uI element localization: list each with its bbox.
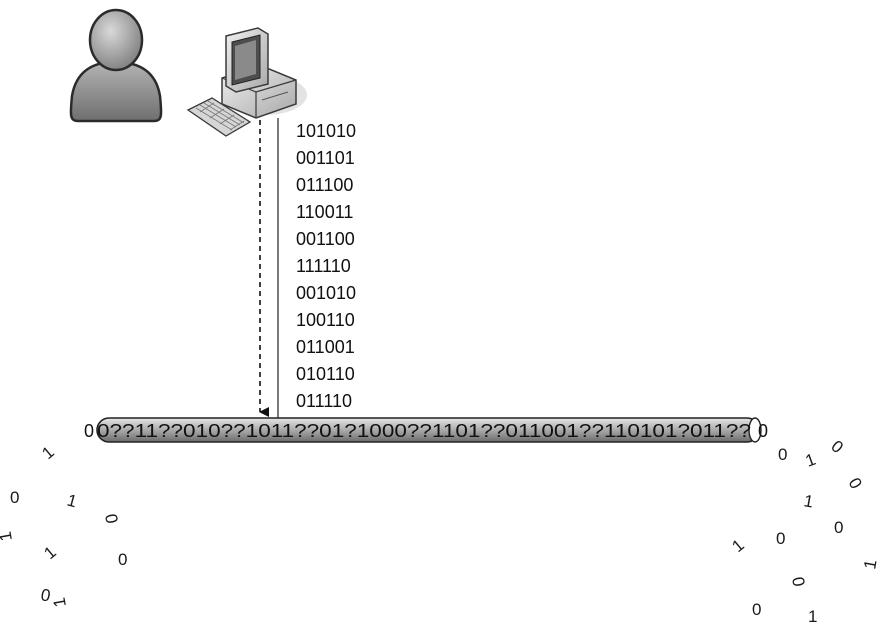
scatter-digit: 0 [845, 475, 866, 493]
binary-block: 101010 001101 011100 110011 001100 11111… [296, 121, 356, 411]
desktop-computer-icon [186, 27, 307, 137]
scatter-digit: 1 [38, 442, 57, 463]
stream-suffix: 0 [758, 421, 768, 441]
scatter-digit: 1 [50, 596, 70, 609]
user-avatar-icon [69, 8, 163, 123]
scatter-digit: 1 [802, 491, 815, 511]
binary-row: 001010 [296, 283, 356, 303]
binary-row: 011001 [296, 337, 355, 357]
scatter-digit: 0 [776, 529, 785, 548]
scatter-digit: 0 [834, 518, 843, 537]
stream-bits: 0??11??010??1011??01?1000??1101??011001?… [97, 421, 751, 441]
binary-row: 011110 [296, 391, 352, 411]
binary-row: 010110 [296, 364, 355, 384]
scatter-digit: 1 [860, 558, 880, 571]
scatter-digit: 0 [118, 550, 127, 569]
scatter-digit: 0 [10, 488, 19, 507]
binary-row: 001101 [296, 148, 355, 168]
scatter-digit: 1 [0, 530, 16, 543]
scattered-digits-left: 1 0 1 0 1 1 0 0 1 [0, 442, 127, 608]
scatter-digit: 1 [728, 535, 747, 556]
binary-row: 100110 [296, 310, 355, 330]
binary-row: 011100 [296, 175, 353, 195]
scatter-digit: 1 [808, 607, 817, 625]
scatter-digit: 1 [40, 542, 59, 563]
scatter-digit: 0 [39, 585, 52, 605]
binary-row: 101010 [296, 121, 356, 141]
scatter-digit: 0 [778, 445, 787, 464]
scatter-digit: 1 [65, 491, 79, 512]
binary-row: 110011 [296, 202, 353, 222]
scatter-digit: 1 [803, 450, 818, 471]
binary-row: 001100 [296, 229, 355, 249]
scatter-digit: 0 [827, 437, 846, 458]
stream-prefix: 0 [84, 421, 94, 441]
scatter-digit: 0 [788, 575, 808, 588]
binary-row: 111110 [296, 256, 351, 276]
scatter-digit: 0 [101, 512, 121, 525]
scattered-digits-right: 0 1 0 0 1 1 0 0 1 0 0 1 [728, 437, 880, 625]
scatter-digit: 0 [752, 600, 761, 619]
data-stream-tube [96, 417, 762, 443]
